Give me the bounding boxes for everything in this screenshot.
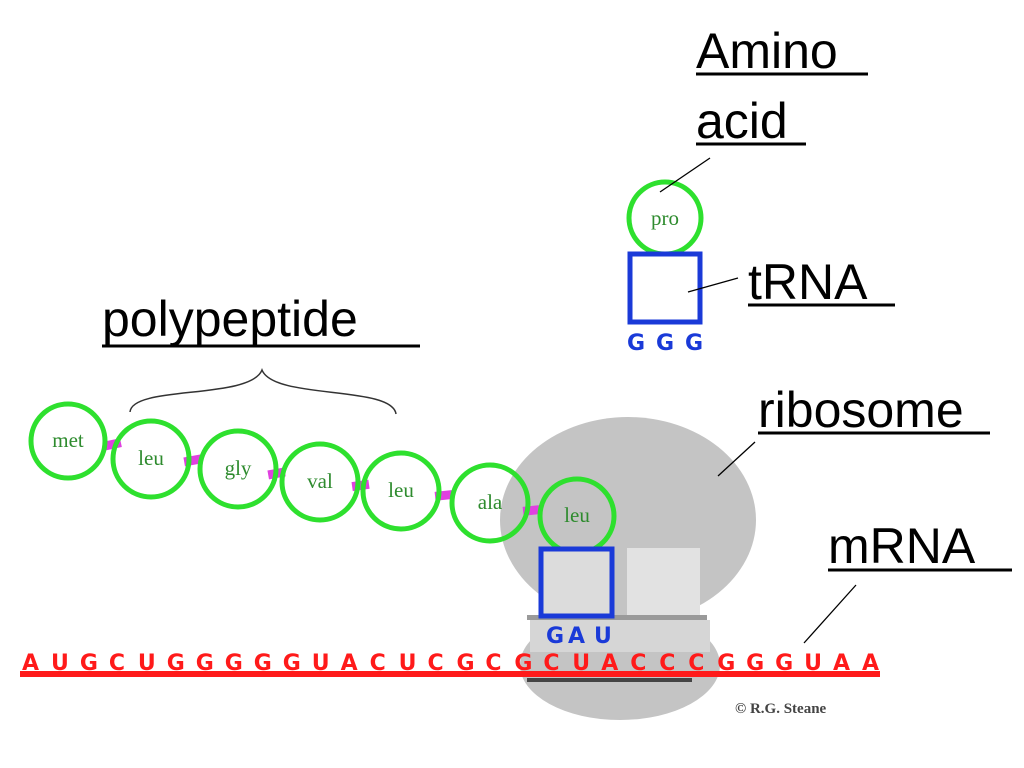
- mrna-base: G: [283, 651, 301, 676]
- label-mrna-text: mRNA: [828, 518, 976, 574]
- amino-acid-label: leu: [564, 503, 590, 527]
- mrna-base: C: [688, 651, 704, 676]
- free-anticodon-base: G: [627, 331, 645, 356]
- amino-acid: met: [28, 401, 108, 481]
- leader-line: [803, 584, 857, 644]
- mrna-base: C: [428, 651, 444, 676]
- mrna-base: U: [312, 651, 330, 676]
- mrna-base: U: [138, 651, 156, 676]
- free-anticodon-base: G: [685, 331, 703, 356]
- label-trna: tRNA: [687, 254, 895, 310]
- amino-acid-label: leu: [388, 478, 414, 502]
- mrna-base: G: [80, 651, 98, 676]
- ribosome-channel-top: [527, 615, 707, 620]
- bound-anticodon-base: G: [546, 624, 564, 649]
- free-trna: pro G G G: [626, 179, 704, 356]
- polypeptide-chain: met leu gly val leu ala leu: [28, 401, 617, 556]
- mrna-backbone: [20, 671, 880, 677]
- mrna-base: G: [717, 651, 735, 676]
- amino-acid: leu: [360, 450, 442, 532]
- mrna-base: C: [659, 651, 675, 676]
- bound-trna: G A U: [538, 546, 615, 649]
- ribosome-a-site: [627, 548, 700, 618]
- free-amino-acid-label: pro: [651, 206, 679, 230]
- label-ribosome-text: ribosome: [758, 382, 964, 438]
- amino-acid-label: ala: [478, 490, 503, 514]
- mrna-base: A: [833, 651, 850, 676]
- amino-acid: leu: [110, 418, 192, 500]
- label-amino-acid: Amino acid: [659, 23, 868, 193]
- mrna-base: A: [341, 651, 358, 676]
- mrna-base: G: [225, 651, 243, 676]
- leader-line: [687, 277, 739, 293]
- mrna-base: C: [485, 651, 501, 676]
- amino-acid-label: gly: [225, 456, 252, 480]
- label-polypeptide: polypeptide: [102, 291, 420, 348]
- mrna-base: G: [775, 651, 793, 676]
- mrna-base: A: [601, 651, 618, 676]
- mrna-base: U: [51, 651, 69, 676]
- label-ribosome: ribosome: [717, 382, 990, 477]
- mrna-base: U: [399, 651, 417, 676]
- mrna-base: U: [804, 651, 822, 676]
- amino-acid: gly: [197, 428, 279, 510]
- mrna-base: U: [572, 651, 590, 676]
- amino-acid: val: [279, 441, 361, 523]
- leader-line: [717, 441, 756, 477]
- mrna-base: G: [514, 651, 532, 676]
- bound-anticodon-base: A: [568, 624, 585, 649]
- mrna-base: C: [630, 651, 646, 676]
- mrna-base: G: [457, 651, 475, 676]
- amino-acid-label: val: [307, 469, 333, 493]
- mrna-base: A: [22, 651, 39, 676]
- copyright-credit: © R.G. Steane: [735, 701, 827, 717]
- amino-acid: ala: [449, 462, 531, 544]
- ribosome-inner-shade: [530, 620, 710, 652]
- label-trna-text: tRNA: [748, 254, 868, 310]
- mrna-base: A: [862, 651, 879, 676]
- label-amino-acid-line1: Amino: [696, 23, 838, 79]
- free-anticodon-base: G: [656, 331, 674, 356]
- mrna-base: C: [543, 651, 559, 676]
- mrna-base: G: [196, 651, 214, 676]
- bound-trna-body: [538, 546, 615, 619]
- polypeptide-bracket: [129, 367, 397, 415]
- label-mrna: mRNA: [803, 518, 1012, 644]
- label-amino-acid-line2: acid: [696, 93, 788, 149]
- bound-anticodon-base: U: [594, 624, 612, 649]
- mrna-base: C: [370, 651, 386, 676]
- free-trna-body: [627, 251, 703, 325]
- ribosome-channel-bottom: [527, 678, 692, 682]
- amino-acid-label: met: [52, 428, 84, 452]
- mrna-base: G: [254, 651, 272, 676]
- mrna-base: G: [167, 651, 185, 676]
- label-polypeptide-text: polypeptide: [102, 291, 358, 347]
- mrna-base: G: [746, 651, 764, 676]
- amino-acid-label: leu: [138, 446, 164, 470]
- mrna-base: C: [109, 651, 125, 676]
- leader-line: [659, 157, 711, 193]
